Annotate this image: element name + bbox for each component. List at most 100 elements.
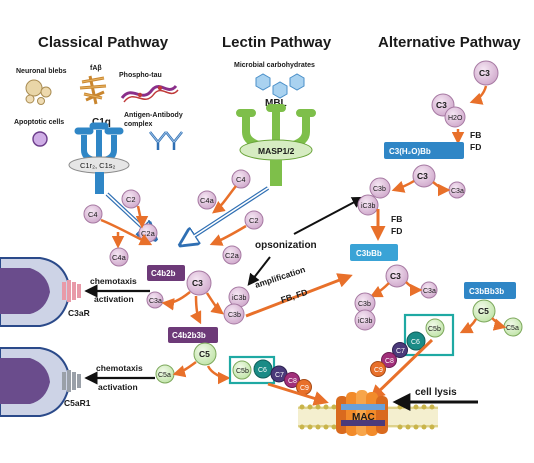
c4-lectin-label: C4 <box>236 175 246 184</box>
c4b2b3b-box <box>168 327 218 343</box>
label-fab: fAβ <box>90 65 102 72</box>
c9-alt-molecule <box>370 361 386 377</box>
c3ar-receptor-icon <box>62 280 81 302</box>
c3-alt-low-label: C3 <box>390 271 401 281</box>
label-microbial-carbohydrates: Microbial carbohydrates <box>234 62 315 69</box>
c3-alt-mid-molecule <box>412 164 436 188</box>
label-chemotaxis-1: chemotaxis <box>90 276 137 286</box>
label-antigen-antibody-1: Antigen-Antibody <box>124 112 183 119</box>
c6-classical-label: C6 <box>258 367 267 374</box>
mac-pore-complex <box>336 390 388 436</box>
label-fb-fd: FB, FD <box>280 287 309 305</box>
c3b-formation-arrow <box>205 292 224 315</box>
neuronal-blebs-icon <box>25 79 52 105</box>
c3-alt-top-label: C3 <box>479 68 490 78</box>
mbl-complex-icon <box>236 104 316 186</box>
c3a-alt-low-label: C3a <box>423 288 436 295</box>
label-c3ar: C3aR <box>68 308 90 318</box>
c2-cleavage-arrow <box>135 205 149 229</box>
c8-classical-label: C8 <box>288 378 297 385</box>
c7-classical-label: C7 <box>275 372 284 379</box>
fd-label-1: FD <box>470 142 481 152</box>
header-classical: Classical Pathway <box>38 34 169 51</box>
alt-to-mac-arrow <box>369 338 434 401</box>
c5b-classical-label: C5b <box>236 368 249 375</box>
c4-cleavage-arrow <box>100 218 153 246</box>
c5-alt-molecule <box>472 299 496 323</box>
c3b-alt-low-label: C3b <box>358 301 371 308</box>
c5a-classical-label: C5a <box>158 372 171 379</box>
c3b-alt-mid-molecule <box>369 177 391 199</box>
c3a-release-arrow <box>161 291 191 311</box>
c3bbb-box <box>350 244 398 261</box>
fb-label-2: FB <box>391 214 402 224</box>
c3a-classical-label: C3a <box>149 298 162 305</box>
c7-alt-label: C7 <box>396 348 405 355</box>
label-phospho-tau: Phospho-tau <box>119 72 162 79</box>
antigen-antibody-icon <box>149 131 183 150</box>
c3a-alt-mid-label: C3a <box>451 188 464 195</box>
h2o-label: H2O <box>448 115 463 122</box>
label-cell-lysis: cell lysis <box>415 387 457 398</box>
c5-alt-label: C5 <box>478 306 489 316</box>
c3h2obb-label: C3(H₂O)Bb <box>389 147 431 156</box>
label-masp: MASP1/2 <box>258 146 295 156</box>
fd-label-2: FD <box>391 226 402 236</box>
c5b-classical-molecule <box>232 360 252 380</box>
c3-alt-top-molecule <box>473 60 499 86</box>
c3b-classical-molecule <box>223 303 245 325</box>
c3-classical-molecule <box>186 270 212 296</box>
c3-to-c4b2b3b-arrow <box>189 295 202 325</box>
c9-classical-label: C9 <box>300 385 309 392</box>
apoptotic-cell-icon <box>32 131 48 147</box>
opsonization-arrow-up <box>293 196 365 235</box>
c3bbb3b-box <box>464 282 516 299</box>
c2a-left-label: C2a <box>141 229 156 238</box>
c5ar1-receptor-icon <box>62 370 81 392</box>
c4-left-label: C4 <box>88 210 98 219</box>
c8-alt-label: C8 <box>385 358 394 365</box>
label-c1r2-c1s2: C1r₂, C1s₂ <box>80 161 116 170</box>
c5b-alt-molecule <box>425 318 445 338</box>
c5b-alt-label: C5b <box>428 326 441 333</box>
c4b2b-label: C4b2b <box>151 269 176 278</box>
c8-classical-molecule <box>284 372 300 388</box>
c4b2b3b-label: C4b2b3b <box>172 331 206 340</box>
c4-left-molecule <box>83 204 103 224</box>
label-c5ar1: C5aR1 <box>64 398 91 408</box>
c3b-alt-mid-arrow <box>391 179 415 193</box>
c4-lectin-arrow <box>212 185 237 214</box>
c5a-release-arrow <box>172 360 197 378</box>
c3-alt-mid-label: C3 <box>417 171 428 181</box>
label-mac: MAC <box>352 412 375 423</box>
c4-lectin-molecule <box>231 169 251 189</box>
c5a-alt-label: C5a <box>506 325 519 332</box>
c1q-complex-icon <box>68 122 130 194</box>
phospho-tau-icon <box>120 84 179 103</box>
c6-alt-molecule <box>406 331 426 351</box>
c4b2b-box <box>147 265 185 281</box>
c2-left-molecule <box>121 189 141 209</box>
ic3b-alt-mid-label: iC3b <box>361 203 376 210</box>
microglia-cell-bottom <box>0 347 72 417</box>
carbohydrate-icon <box>255 73 305 99</box>
c3a-alt-mid-arrow <box>432 181 451 197</box>
c7-alt-molecule <box>392 342 408 358</box>
c3bbb-label: C3bBb <box>356 249 382 258</box>
c9-alt-label: C9 <box>374 367 383 374</box>
label-activation-2: activation <box>98 382 138 392</box>
c2-lectin-label: C2 <box>249 216 259 225</box>
c4a-lectin-molecule <box>197 190 217 210</box>
c6-alt-label: C6 <box>411 339 420 346</box>
lectin-to-c4b2b-arrow <box>182 186 270 244</box>
c4a-lectin-label: C4a <box>200 196 215 205</box>
amyloid-fibril-icon <box>79 75 107 105</box>
label-mbl: MBL <box>265 98 287 109</box>
ic3b-classical-label: iC3b <box>232 295 247 302</box>
label-apoptotic-cells: Apoptotic cells <box>14 119 64 126</box>
c4a-left-label: C4a <box>112 253 127 262</box>
c2-lectin-molecule <box>244 210 264 230</box>
c8-alt-molecule <box>381 352 397 368</box>
ic3b-alt-low-label: iC3b <box>358 318 373 325</box>
label-neuronal-blebs: Neuronal blebs <box>16 68 67 75</box>
